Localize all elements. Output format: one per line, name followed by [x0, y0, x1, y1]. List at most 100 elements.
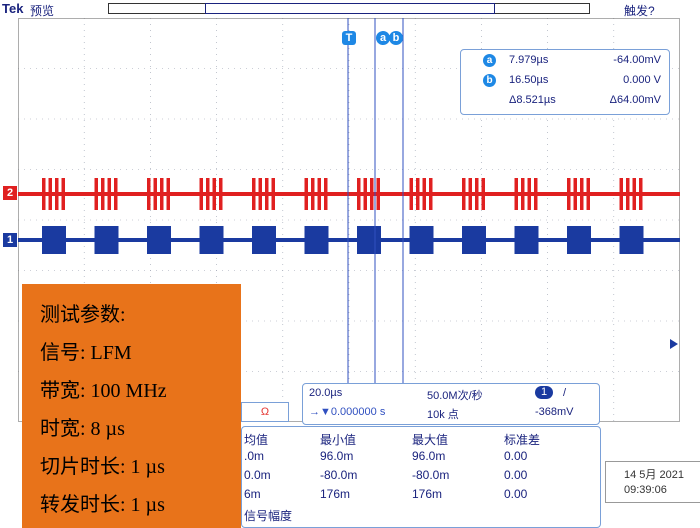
meas-cell: 0.00 [504, 487, 528, 501]
cursor-b-marker[interactable]: b [389, 31, 403, 45]
ch1-pulse [514, 226, 539, 254]
ch2-burst [632, 178, 636, 210]
ch2-burst [48, 178, 52, 210]
ch2-burst [416, 178, 420, 210]
params-title: 测试参数: [40, 304, 126, 326]
ch2-burst [94, 178, 98, 210]
ch2-burst [166, 178, 170, 210]
test-parameters-panel: 测试参数: 信号: LFM 带宽: 100 MHz 时宽: 8 µs 切片时长:… [22, 284, 241, 528]
ch2-burst [429, 178, 433, 210]
ch1-pulse [304, 226, 329, 254]
ch2-burst [265, 178, 269, 210]
ch1-pulse [252, 226, 276, 254]
ch2-burst [42, 178, 46, 210]
ch2-burst [212, 178, 216, 210]
ch1-pulse [199, 226, 224, 254]
meas-cell: 176m [412, 487, 443, 501]
ch2-burst [475, 178, 479, 210]
trigger-channel-badge: 1 [535, 386, 553, 399]
ch2-burst [219, 178, 223, 210]
record-view-window[interactable] [205, 3, 495, 14]
ch2-burst [153, 178, 157, 210]
ch2-burst [363, 178, 367, 210]
ch2-indicator[interactable]: Ω [241, 402, 289, 422]
ch2-burst [527, 178, 531, 210]
ch2-burst [107, 178, 111, 210]
ch1-pulse [567, 226, 591, 254]
meas-cell: 0.00 [504, 468, 528, 482]
ch2-burst [258, 178, 262, 210]
ch2-burst [370, 178, 374, 210]
meas-cell: -80.0m [320, 468, 358, 482]
top-status-bar: Tek 预览 触发? [0, 0, 700, 18]
trigger-position-marker[interactable]: T [342, 31, 356, 45]
ch1-pulse [94, 226, 119, 254]
meas-cell: 6m [244, 487, 261, 501]
ch2-burst [422, 178, 426, 210]
ch1-pulse [357, 226, 381, 254]
ch2-burst [357, 178, 361, 210]
cursor-a-badge: a [483, 54, 496, 67]
ch2-burst [639, 178, 643, 210]
param-slice-length: 切片时长: 1 µs [40, 456, 165, 478]
ch2-burst [626, 178, 630, 210]
trigger-level: -368mV [535, 406, 574, 418]
ch2-burst [514, 178, 518, 210]
ch2-burst [317, 178, 321, 210]
meas-header-max: 最大值 [412, 433, 449, 447]
meas-footer: 信号幅度 [244, 509, 293, 523]
ch2-burst [376, 178, 380, 210]
horizontal-position: →▼0.000000 s [309, 406, 386, 418]
waveform-display[interactable] [18, 18, 680, 422]
ch2-ground-marker[interactable]: 2 [3, 186, 17, 200]
meas-cell: 96.0m [320, 449, 354, 463]
horizontal-readout[interactable]: 20.0µs 50.0M次/秒 1 / →▼0.000000 s 10k 点 -… [302, 383, 600, 425]
cursor-b-time: 16.50µs [509, 74, 549, 86]
cursor-readout: a 7.979µs -64.00mV b 16.50µs 0.000 V Δ8.… [460, 49, 670, 115]
date-text: 14 5月 2021 [624, 469, 684, 481]
ch1-pulse [147, 226, 171, 254]
ch2-burst [521, 178, 525, 210]
ch2-burst [619, 178, 623, 210]
time-text: 09:39:06 [624, 484, 667, 496]
ch2-burst [160, 178, 164, 210]
trigger-slope: / [563, 387, 567, 399]
trigger-status: 触发? [624, 4, 655, 18]
cursor-a-marker[interactable]: a [376, 31, 390, 45]
ch2-burst [468, 178, 472, 210]
measurement-table[interactable]: 均值 最小值 最大值 标准差 .0m 96.0m 96.0m 0.00 0.0m… [241, 426, 601, 528]
ch1-pulse [42, 226, 66, 254]
cursor-delta-time: Δ8.521µs [509, 94, 556, 106]
meas-header-min: 最小值 [320, 433, 357, 447]
cursor-a-value: -64.00mV [613, 54, 661, 66]
param-bandwidth: 带宽: 100 MHz [40, 380, 167, 402]
ch1-ground-marker[interactable]: 1 [3, 233, 17, 247]
sample-rate: 50.0M次/秒 [427, 390, 483, 402]
ch2-burst [55, 178, 59, 210]
ch2-burst [462, 178, 466, 210]
meas-cell: 176m [320, 487, 351, 501]
ch2-burst [481, 178, 485, 210]
ch2-burst [252, 178, 256, 210]
horizontal-scale: 20.0µs [309, 387, 343, 399]
ch2-burst [409, 178, 413, 210]
meas-cell: 0.0m [244, 468, 271, 482]
ch2-burst [271, 178, 275, 210]
ch1-pulse [462, 226, 486, 254]
meas-header-std: 标准差 [504, 433, 541, 447]
cursor-delta-value: Δ64.00mV [609, 94, 661, 106]
brand-logo: Tek [2, 1, 24, 16]
param-forward-length: 转发时长: 1 µs [40, 494, 165, 516]
record-length: 10k 点 [427, 409, 459, 421]
ch1-baseline [18, 238, 680, 242]
meas-cell: -80.0m [412, 468, 450, 482]
meas-cell: 96.0m [412, 449, 446, 463]
ch2-burst [324, 178, 328, 210]
param-signal: 信号: LFM [40, 342, 132, 364]
ch2-burst [304, 178, 308, 210]
param-pulse-width: 时宽: 8 µs [40, 418, 125, 440]
ch2-burst [567, 178, 571, 210]
ch2-burst [580, 178, 584, 210]
datetime-display: 14 5月 2021 09:39:06 [605, 461, 700, 503]
ch2-burst [61, 178, 65, 210]
